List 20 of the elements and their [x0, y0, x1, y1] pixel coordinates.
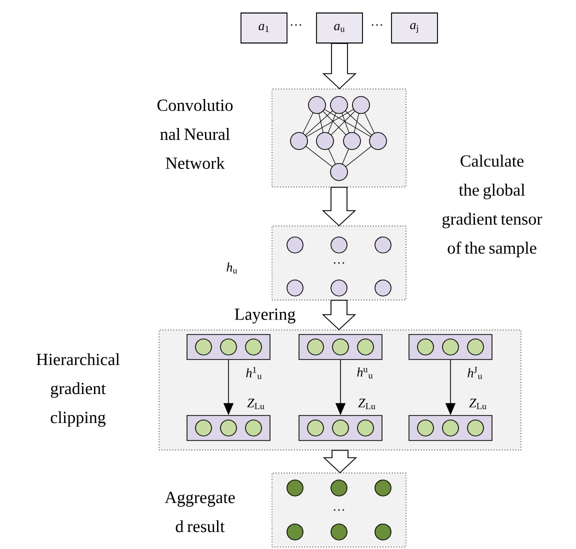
math-label: Z$_{Lu}$ [358, 398, 376, 410]
side-label: Hierarchical gradient clipping [36, 353, 120, 427]
input-box: a$_{u}$ [316, 12, 363, 44]
ellipsis: … [290, 24, 302, 26]
input-box: a$_{j}$ [391, 12, 438, 44]
side-label: h$_{u}$ [226, 262, 238, 274]
edge-label: h$^{J}$u [468, 366, 482, 380]
edge-label: Layering [234, 308, 296, 324]
annotation-text: Calculate the global gradient tensor of the sample [442, 154, 542, 258]
ellipsis: … [372, 24, 382, 26]
block-arrow [322, 300, 356, 330]
block-arrow [322, 43, 357, 90]
math-label: Z$_{Lu}$ [247, 398, 264, 410]
edge-label: h$^{1}$u [246, 366, 262, 380]
input-box: a$_{1}$ [240, 12, 288, 44]
side-label: Convolutio nal Neural Network [157, 99, 233, 169]
side-label: Aggregate d result [164, 492, 235, 532]
block-arrow [322, 450, 358, 474]
edge-label: h$^{u}$u [357, 368, 373, 378]
block-arrow [322, 186, 356, 226]
